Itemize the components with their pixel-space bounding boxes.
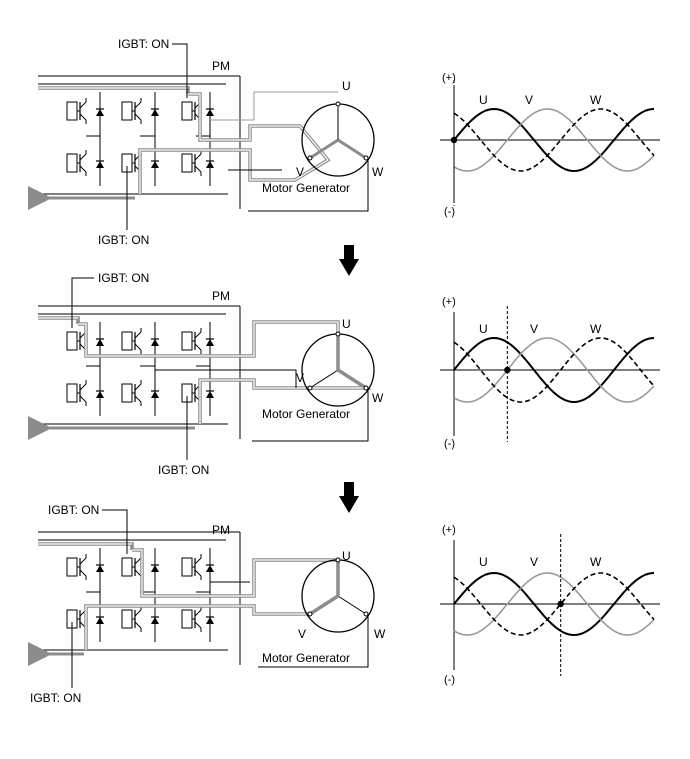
pm-label: PM	[212, 289, 230, 303]
phase-u-label: U	[342, 549, 351, 563]
graph-3-v-label: V	[530, 555, 538, 569]
graph-3-u-label: U	[479, 555, 488, 569]
phase-v-label: V	[298, 627, 306, 641]
graph-2-w-label: W	[590, 322, 602, 336]
inverter-circuit	[27, 531, 369, 668]
wave-w	[453, 572, 655, 636]
phase-w-label: W	[372, 391, 384, 405]
motor-generator	[301, 101, 375, 177]
motor-generator	[301, 331, 375, 407]
wave-v	[453, 572, 655, 636]
time-marker-dot	[450, 136, 458, 144]
phase-u-label: U	[342, 79, 351, 93]
wave-u	[453, 336, 655, 404]
wave-v	[453, 337, 655, 403]
waveform-graph-3	[440, 534, 660, 676]
motor-label: Motor Generator	[262, 651, 350, 665]
wave-u	[453, 107, 655, 173]
pm-label: PM	[212, 523, 230, 537]
graph-2-plus-label: (+)	[442, 296, 456, 308]
igbt-top-label: IGBT: ON	[98, 271, 149, 285]
graph-2-v-label: V	[530, 322, 538, 336]
panel-3: PM U V W Motor Generator IGBT: ON IGBT: …	[27, 503, 386, 705]
leg-v	[140, 92, 156, 186]
graph-1-plus-label: (+)	[442, 72, 456, 84]
graph-1-v-label: V	[525, 93, 533, 107]
step-arrow-2	[339, 482, 359, 513]
graph-1-w-label: W	[590, 93, 602, 107]
phase-v-label: V	[296, 165, 304, 179]
leg-u	[86, 92, 101, 186]
pm-label: PM	[212, 59, 230, 73]
time-marker-dot	[557, 600, 564, 608]
phase-w-label: W	[374, 627, 386, 641]
igbt-bottom-label: IGBT: ON	[158, 463, 209, 477]
graph-1-u-label: U	[479, 93, 488, 107]
wave-w	[453, 108, 655, 172]
igbt-bottom-label: IGBT: ON	[30, 691, 81, 705]
motor-generator	[301, 557, 375, 633]
graph-1-minus-label: (-)	[444, 206, 455, 218]
waveform-graph-2	[440, 306, 660, 442]
graph-3-w-label: W	[590, 555, 602, 569]
graph-3-minus-label: (-)	[444, 674, 455, 686]
igbt-top-label: IGBT: ON	[48, 503, 99, 517]
phase-w-label: W	[372, 165, 384, 179]
wave-w	[453, 337, 655, 403]
time-marker-dot	[504, 366, 511, 374]
wave-v	[453, 108, 655, 172]
igbt-bottom-label: IGBT: ON	[98, 233, 149, 247]
inverter-circuit	[27, 75, 369, 212]
graph-2-u-label: U	[479, 322, 488, 336]
waveform-graph-1	[440, 80, 660, 206]
phase-v-label: V	[296, 371, 304, 385]
step-arrow-1	[339, 245, 359, 276]
panel-2: PM U V W Motor Generator IGBT: ON IGBT: …	[27, 271, 384, 477]
graph-3-plus-label: (+)	[442, 524, 456, 536]
igbt-top-label: IGBT: ON	[118, 37, 169, 51]
wave-u	[453, 571, 655, 637]
phase-u-label: U	[342, 317, 351, 331]
motor-label: Motor Generator	[262, 181, 350, 195]
motor-label: Motor Generator	[262, 407, 350, 421]
waveform-graphs	[440, 80, 660, 676]
panel-1: PM U V W Motor Generator IGBT: ON IGBT: …	[27, 37, 384, 247]
graph-2-minus-label: (-)	[444, 438, 455, 450]
